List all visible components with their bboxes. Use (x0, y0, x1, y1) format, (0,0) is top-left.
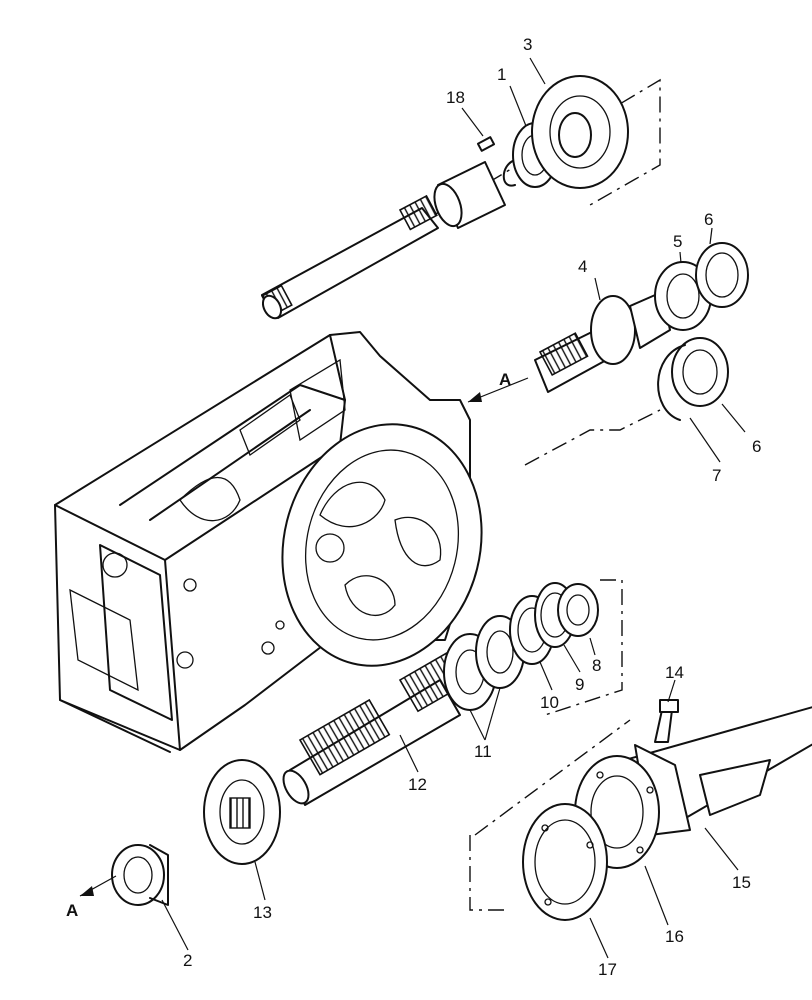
callout-14: 14 (665, 663, 684, 682)
callout-18: 18 (446, 88, 465, 107)
seal-part-8 (557, 583, 599, 637)
callout-17: 17 (598, 960, 617, 979)
pto-housing-assembly (469, 699, 812, 921)
pinion-gear-part-4 (590, 295, 636, 365)
callout-1: 1 (497, 65, 506, 84)
seal-part-6-top (695, 242, 749, 308)
callout-6-bottom: 6 (752, 437, 761, 456)
callout-6-top: 6 (704, 210, 713, 229)
callout-2: 2 (183, 951, 192, 970)
reference-letter-a-bottom: A (66, 901, 78, 920)
pinion-assembly (524, 242, 749, 466)
callout-labels: 1 2 3 4 5 6 6 7 8 9 10 11 12 13 14 15 16… (66, 35, 761, 979)
callout-16: 16 (665, 927, 684, 946)
reference-letter-a-top: A (499, 370, 511, 389)
callout-8: 8 (592, 656, 601, 675)
callout-13: 13 (253, 903, 272, 922)
snap-ring-part-7 (657, 344, 686, 421)
callout-10: 10 (540, 693, 559, 712)
callout-4: 4 (578, 257, 587, 276)
reference-arrow-a-top (467, 377, 529, 403)
callout-3: 3 (523, 35, 532, 54)
callout-7: 7 (712, 466, 721, 485)
output-shaft-assembly (79, 579, 623, 906)
seal-part-6-bottom (671, 337, 729, 407)
callout-15: 15 (732, 873, 751, 892)
bearing-part-2 (111, 844, 165, 906)
input-shaft-assembly (260, 75, 661, 320)
leader-lines (161, 57, 746, 959)
callout-12: 12 (408, 775, 427, 794)
callout-5: 5 (673, 232, 682, 251)
gearbox-housing (54, 331, 483, 753)
key-part-18 (476, 136, 496, 152)
callout-9: 9 (575, 675, 584, 694)
bolt-part-14 (654, 709, 673, 743)
callout-11: 11 (474, 742, 492, 761)
